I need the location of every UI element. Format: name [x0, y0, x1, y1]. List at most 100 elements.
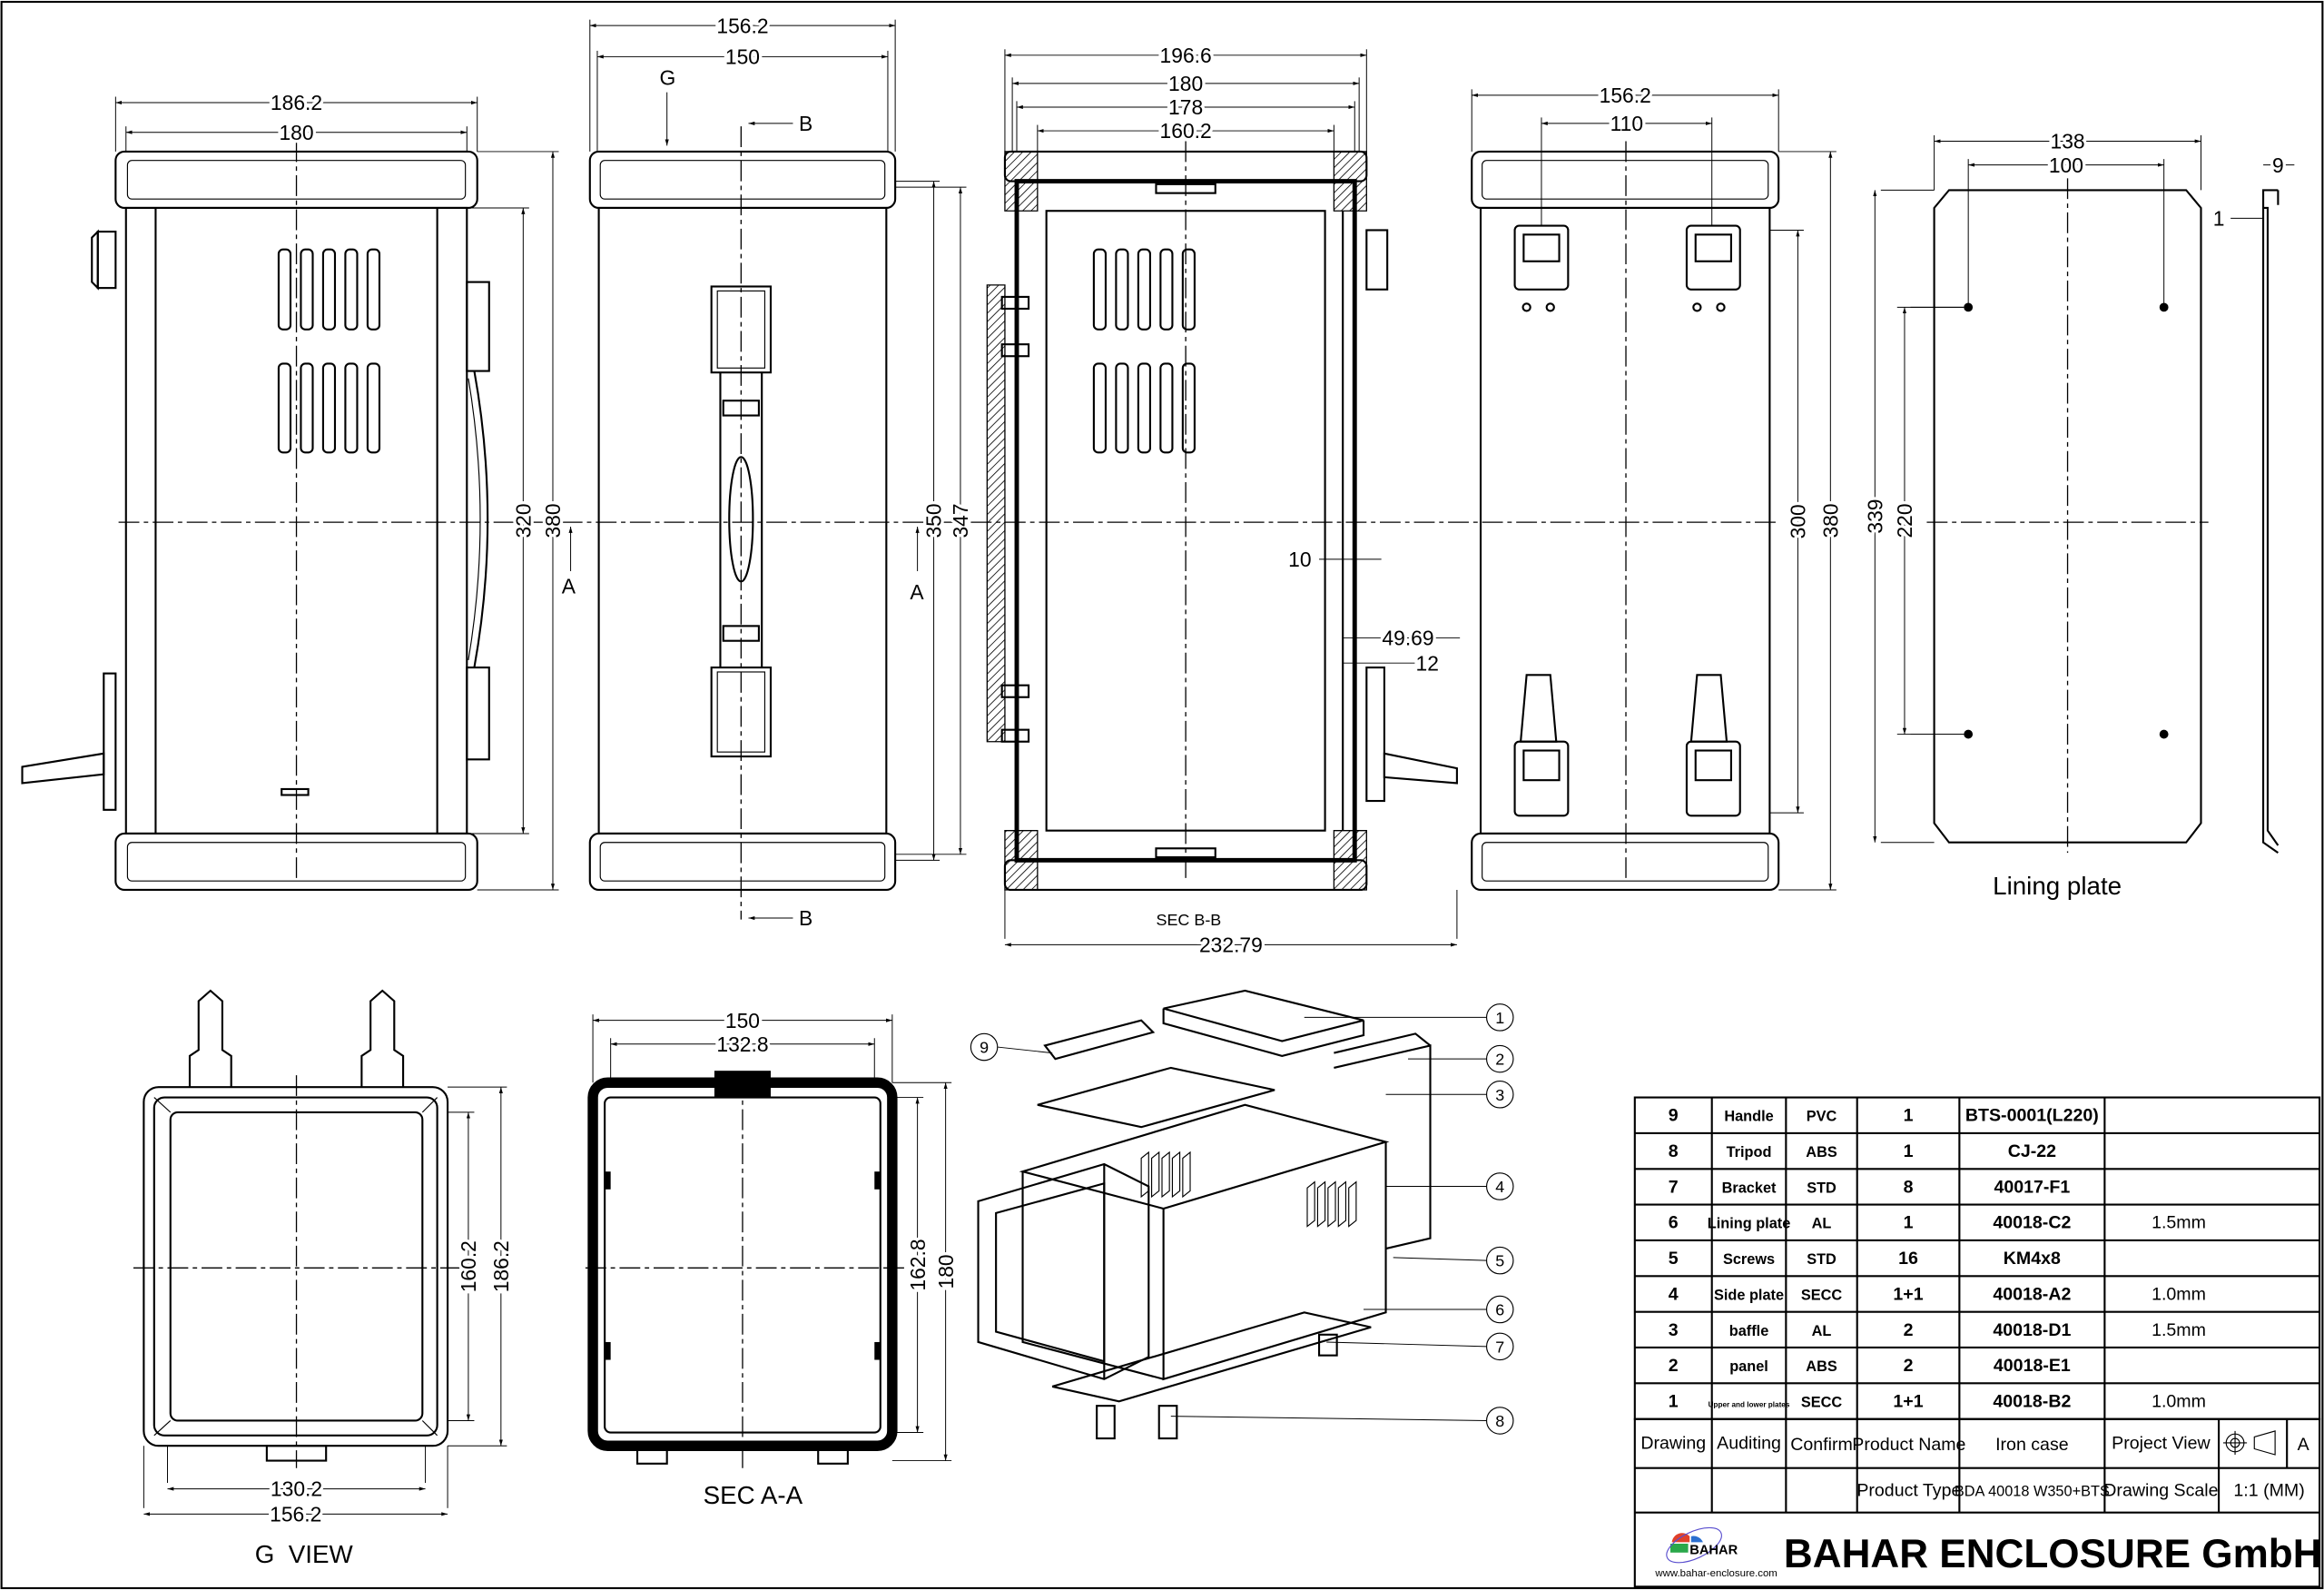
dimension-label: 186.2	[489, 1240, 513, 1292]
dimension-label: 150	[725, 45, 760, 69]
dimension-label: 347	[949, 503, 972, 538]
dimension: 150	[592, 1006, 893, 1083]
parts-cell-no: 6	[1669, 1213, 1679, 1233]
parts-cell-name: baffle	[1729, 1323, 1769, 1339]
parts-cell-material: ABS	[1806, 1144, 1837, 1160]
parts-cell-qty: 1	[1904, 1141, 1914, 1161]
product-name-value: Iron case	[1995, 1435, 2069, 1455]
dimension-label: 178	[1168, 95, 1203, 119]
parts-cell-no: 2	[1669, 1356, 1679, 1376]
parts-cell-no: 5	[1669, 1249, 1679, 1269]
parts-cell-material: STD	[1807, 1251, 1837, 1268]
dimension-label: 12	[1416, 651, 1439, 675]
balloon-number: 4	[1495, 1178, 1504, 1196]
parts-cell-no: 7	[1669, 1177, 1679, 1197]
dimension-label: 156.2	[716, 14, 768, 37]
parts-cell-code: CJ-22	[2008, 1141, 2056, 1161]
balloon-7: 7	[1326, 1332, 1514, 1361]
dimension: 180	[125, 118, 468, 152]
balloon-4: 4	[1385, 1172, 1514, 1200]
parts-cell-code: 40018-A2	[1993, 1284, 2071, 1304]
parts-cell-material: SECC	[1801, 1287, 1843, 1303]
dimension-label: 1	[2213, 207, 2225, 231]
projection-symbol-icon	[2222, 1430, 2276, 1456]
balloon-number: 1	[1495, 1009, 1504, 1027]
dimension: 110	[1541, 109, 1713, 226]
balloon-6: 6	[1364, 1295, 1514, 1324]
front-view	[21, 141, 490, 892]
dimension-label: 150	[725, 1009, 760, 1032]
section-mark-a-right: A	[910, 580, 924, 604]
dimension: 156.2	[589, 11, 896, 152]
dimension: 12	[1343, 648, 1442, 678]
company-logo: BAHAR	[1666, 1526, 1738, 1564]
vent-slots	[1140, 1151, 1191, 1199]
balloon-number: 5	[1495, 1252, 1504, 1270]
dimension: 300	[1769, 229, 1813, 814]
vent-slots	[277, 362, 381, 454]
balloon-5: 5	[1393, 1246, 1514, 1275]
dimension-label: 9	[2272, 153, 2284, 177]
side-view	[588, 126, 897, 920]
parts-cell-material: ABS	[1806, 1358, 1837, 1375]
section-aa-view: SEC A-A	[585, 1071, 904, 1509]
section-bb-view: SEC B-B	[986, 141, 1458, 932]
dimension-label: 320	[511, 503, 535, 538]
dimension-label: 160.2	[457, 1240, 480, 1292]
dimension-label: 380	[1818, 503, 1842, 538]
dimension-label: 380	[541, 503, 565, 538]
parts-cell-note: 1.5mm	[2152, 1320, 2206, 1340]
balloon-number: 9	[980, 1039, 989, 1057]
company-name: BAHAR ENCLOSURE GmbH	[1784, 1532, 2322, 1576]
dimension-label: 220	[1893, 503, 1916, 538]
parts-cell-no: 8	[1669, 1141, 1679, 1161]
dimension: 347	[895, 186, 975, 855]
dimension: 10	[1285, 545, 1382, 574]
dimension-label: 10	[1288, 548, 1311, 571]
parts-cell-qty: 8	[1904, 1177, 1914, 1197]
parts-cell-name: Side plate	[1714, 1287, 1784, 1303]
balloon-2: 2	[1408, 1044, 1514, 1073]
dimension-label: 180	[934, 1254, 958, 1289]
dimension-label: 186.2	[271, 91, 322, 114]
g-view: G VIEW	[133, 989, 460, 1568]
vent-slots	[1092, 248, 1196, 331]
dimension-label: 130.2	[271, 1477, 322, 1501]
dimension: 350	[895, 181, 949, 861]
dimension-label: 339	[1863, 499, 1886, 533]
drawing-scale-label: Drawing Scale	[2103, 1481, 2218, 1501]
dimension: 196.6	[1004, 41, 1367, 152]
dimension-label: 196.6	[1160, 44, 1212, 67]
confirm-label: Confirm	[1790, 1435, 1853, 1455]
dimension-label: 49.69	[1382, 627, 1433, 650]
dimension-label: 350	[922, 503, 946, 538]
dimension: 178	[1016, 93, 1355, 152]
dimension: 138	[1934, 126, 2201, 191]
vent-slots	[1092, 362, 1196, 454]
product-type-value: BDA 40018 W350+BTS	[1955, 1484, 2110, 1500]
parts-cell-note: 1.0mm	[2152, 1391, 2206, 1411]
parts-cell-name: panel	[1729, 1358, 1768, 1375]
lining-plate-view: Lining plate	[1896, 178, 2280, 900]
exploded-view	[977, 989, 1432, 1440]
balloon-number: 7	[1495, 1338, 1504, 1356]
dimension: 156.2	[1471, 81, 1779, 152]
parts-cell-qty: 2	[1904, 1320, 1914, 1340]
dimension-label: 180	[279, 121, 313, 144]
dimension: 100	[1967, 151, 2165, 308]
dimension-label: 132.8	[716, 1032, 768, 1056]
vent-slots	[1306, 1180, 1357, 1228]
dimension-label: 156.2	[270, 1502, 321, 1526]
parts-cell-qty: 1+1	[1893, 1391, 1923, 1411]
dimension-label: 300	[1787, 504, 1810, 538]
dimension: 380	[1778, 151, 1846, 891]
section-mark-b-top: B	[799, 112, 812, 135]
